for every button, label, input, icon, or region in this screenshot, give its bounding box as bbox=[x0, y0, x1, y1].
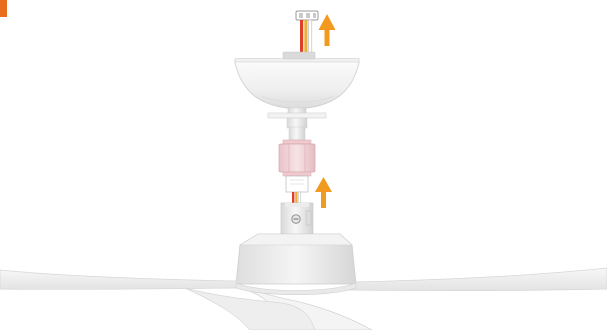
step-marker bbox=[0, 0, 7, 17]
motor-housing bbox=[236, 234, 356, 284]
wire-coupler bbox=[279, 140, 315, 176]
downrod bbox=[289, 127, 305, 140]
upward-arrow-icon bbox=[319, 14, 336, 46]
canopy bbox=[235, 52, 359, 109]
upward-arrow-icon bbox=[315, 177, 332, 208]
top-wire-connector bbox=[296, 11, 318, 53]
mounting-bracket bbox=[281, 203, 313, 235]
ball-joint bbox=[268, 108, 326, 128]
lower-connector bbox=[286, 176, 308, 205]
